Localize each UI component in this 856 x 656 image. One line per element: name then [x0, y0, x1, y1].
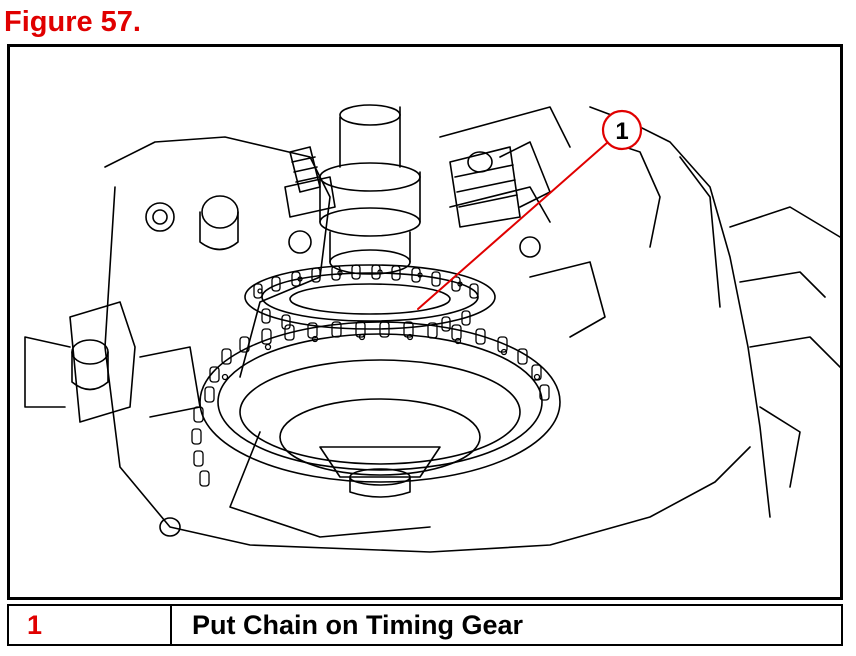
valve-springs [284, 141, 551, 228]
legend-number: 1 [9, 606, 172, 644]
engine-block [24, 106, 840, 553]
timing-gear [199, 321, 561, 498]
timing-chain [191, 264, 550, 487]
callout-number: 1 [615, 118, 628, 145]
camshaft [319, 104, 421, 275]
timing-chain-illustration: 1 [7, 44, 843, 600]
figure-title: Figure 57. [4, 6, 141, 38]
legend-description: Put Chain on Timing Gear [192, 610, 524, 640]
legend-table: 1 Put Chain on Timing Gear [7, 604, 843, 646]
callout-1: 1 [417, 109, 643, 310]
